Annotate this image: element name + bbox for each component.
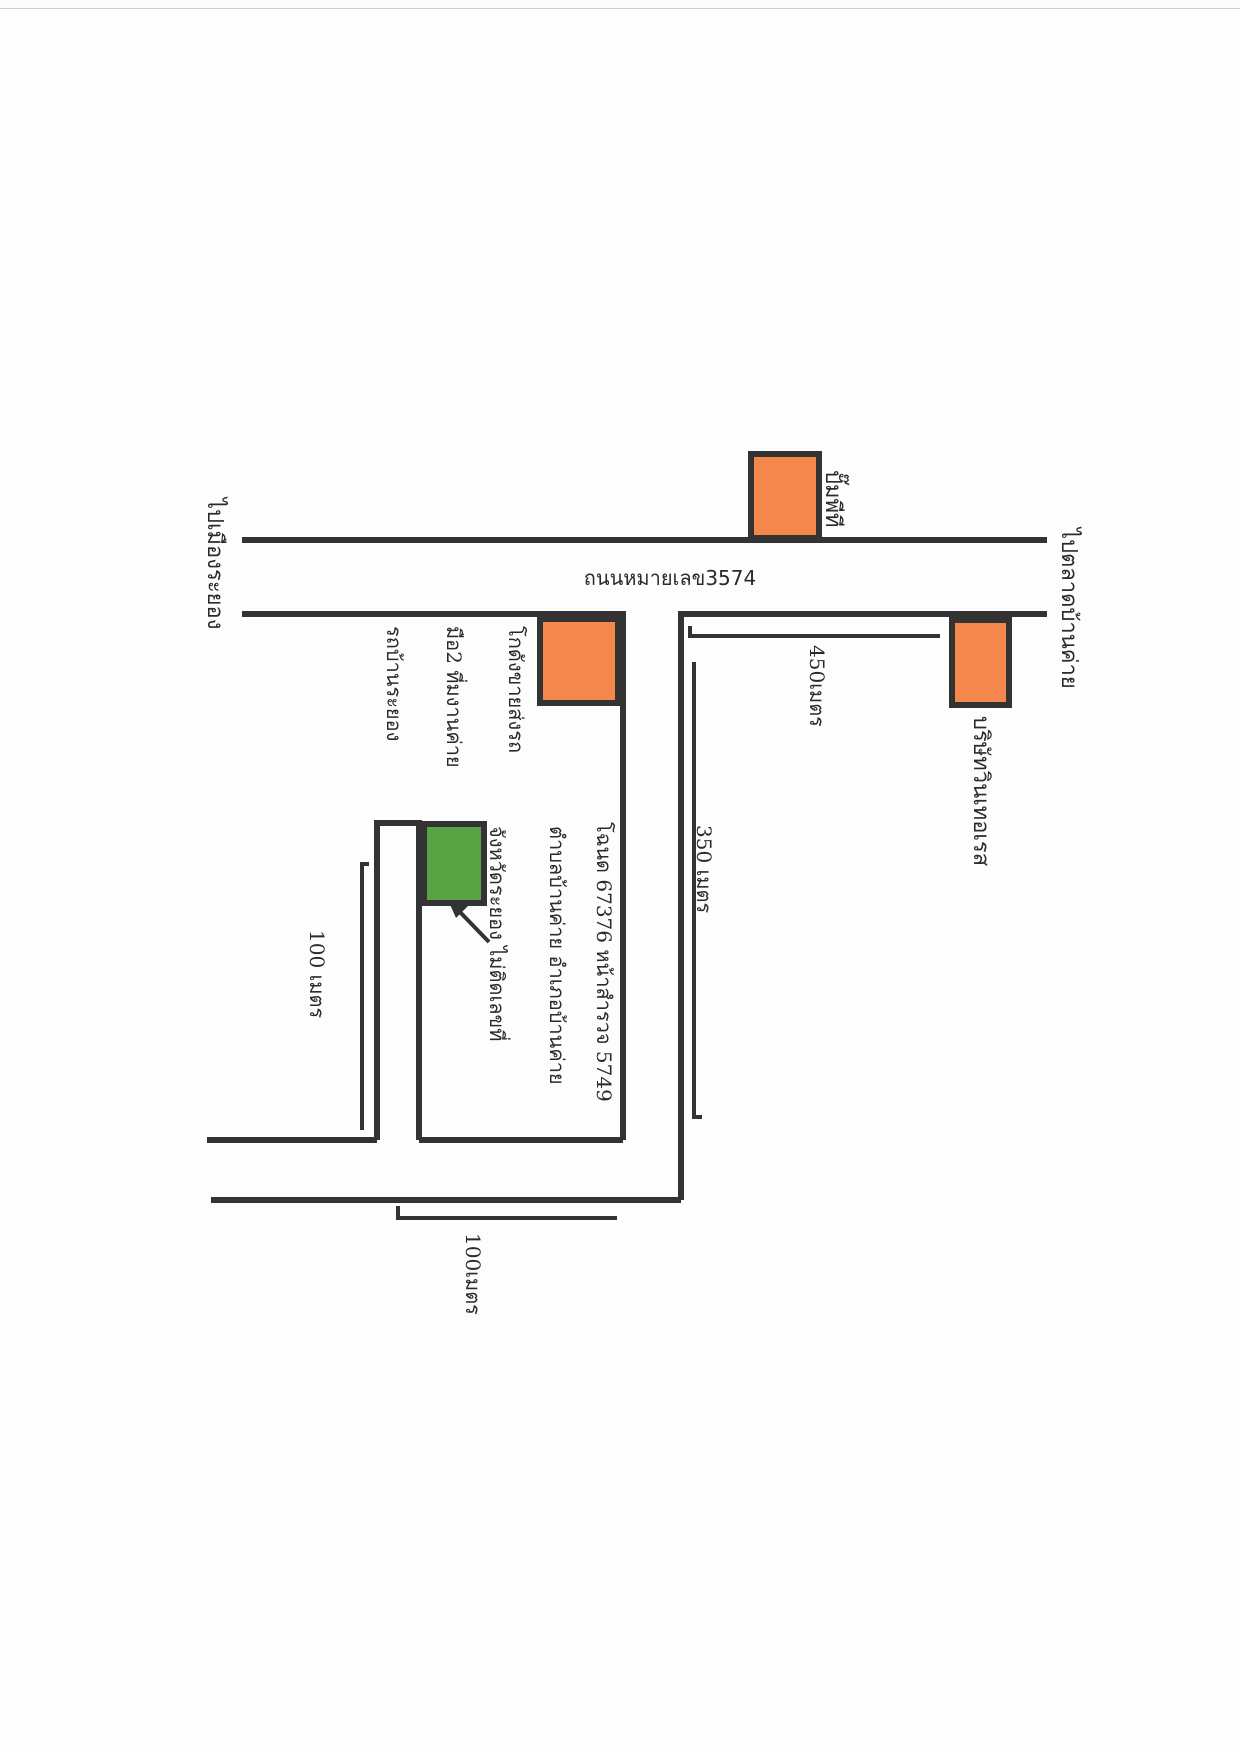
- distance-100-side-label: 100 เมตร: [305, 930, 329, 1019]
- distance-marker-350: [692, 662, 702, 1119]
- warehouse-label-line1: โกดังขายส่งรถ: [504, 626, 528, 753]
- gas-station-label: ปั๊มพีที: [820, 470, 850, 527]
- company-building: [949, 617, 1012, 708]
- soi-inner-road: [374, 820, 422, 1140]
- distance-450-label: 450เมตร: [805, 645, 829, 727]
- highway-south-edge-west: [242, 611, 626, 1140]
- distance-marker-100-bottom: [396, 1206, 617, 1220]
- property-label-line1: โฉนด 67376 หน้าสำรวจ 5749: [592, 822, 616, 1102]
- distance-100-bottom-label: 100เมตร: [461, 1233, 485, 1315]
- property-label-line2: ตำบลบ้านค่าย อำเภอบ้านค่าย: [545, 826, 569, 1085]
- distance-marker-450: [688, 626, 940, 638]
- warehouse-label-line2: มือ2 ที่มงานค่าย: [442, 626, 468, 768]
- distance-350-label: 350 เมตร: [692, 825, 716, 914]
- pointer-arrow-shaft: [456, 908, 491, 944]
- highway-label: ถนนหมายเลข3574: [584, 566, 756, 590]
- highway-south-edge-east: [678, 611, 1047, 1200]
- direction-to-ban-khai-label: ไปตลาดบ้านค่าย: [1056, 526, 1082, 689]
- warehouse-building: [537, 616, 621, 706]
- distance-marker-100-side: [360, 862, 369, 1130]
- company-label: บริษัทวินเทอเรส: [968, 716, 993, 867]
- direction-to-rayong-label: ไปเมืองระยอง: [202, 496, 228, 629]
- property-plot: [421, 821, 487, 906]
- gas-station-building: [748, 451, 822, 541]
- warehouse-label-line3: รถบ้านระยอง: [382, 626, 406, 741]
- scan-top-edge: [0, 0, 1240, 9]
- property-label-line3: จังหวัดระยอง ไม่ติดเลขที่: [485, 826, 511, 1041]
